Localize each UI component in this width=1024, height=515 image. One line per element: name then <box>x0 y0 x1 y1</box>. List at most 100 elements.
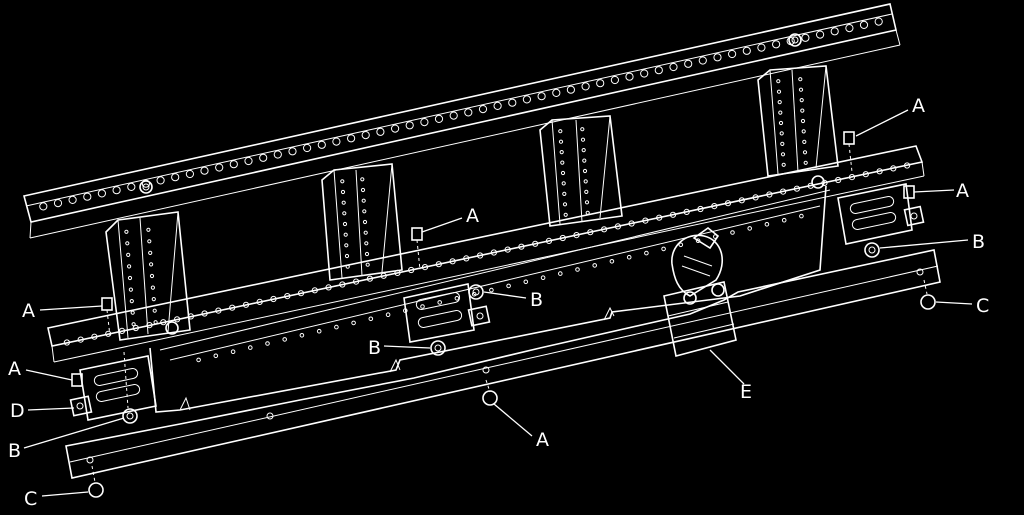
post-slot <box>148 250 153 255</box>
bar-hole <box>573 232 580 239</box>
bar-hole <box>242 301 250 308</box>
rail-hole <box>566 85 576 94</box>
bar-hole <box>201 310 208 317</box>
post-slot <box>799 98 804 103</box>
rail-hole <box>625 72 634 81</box>
channel-hole <box>781 217 787 223</box>
bar-hole <box>724 200 732 207</box>
channel-hole <box>489 287 494 293</box>
rail-hole <box>215 163 224 172</box>
rail-hole <box>874 17 883 26</box>
rail-hole <box>347 134 356 143</box>
post-slot <box>361 198 366 203</box>
rail-hole <box>464 108 473 117</box>
rail-hole <box>376 127 385 136</box>
beam-hole-3 <box>86 456 94 464</box>
middle-bar-holes <box>63 162 911 346</box>
bar-hole <box>394 269 401 276</box>
post-slot <box>340 189 346 195</box>
bar-hole <box>146 322 153 329</box>
post-slot <box>344 243 349 248</box>
bar-hole <box>669 211 677 218</box>
rail-hole <box>830 27 839 36</box>
rail-hole <box>713 53 722 62</box>
rail-hole <box>156 176 165 185</box>
nut-c-left <box>88 465 104 498</box>
post-slot <box>778 110 783 115</box>
bar-hole <box>793 185 801 192</box>
channel-hole <box>420 304 425 309</box>
rail-hole <box>127 182 136 191</box>
post-slot <box>342 221 348 227</box>
post-slot <box>559 150 564 155</box>
callout-labels: A A A A A A B B B B C C D E <box>8 95 989 510</box>
bar-hole <box>780 188 787 195</box>
bar-hole <box>559 234 566 242</box>
post-slot <box>360 187 366 193</box>
leader-b-left <box>23 417 125 449</box>
post-slot <box>561 181 566 186</box>
top-rail-bolt-right-inner <box>791 36 799 44</box>
callout-b-mid-lower: B <box>368 337 381 359</box>
channel-hole <box>592 263 598 268</box>
post-slot <box>560 170 566 176</box>
rail-hole <box>391 124 400 133</box>
bar-hole <box>118 327 126 334</box>
channel-hole <box>540 275 546 281</box>
leader-c-left <box>41 491 89 497</box>
post-slot <box>777 100 782 105</box>
post-slot <box>803 160 808 165</box>
rail-hole <box>171 173 180 182</box>
leader-a-right-top <box>855 109 909 137</box>
rail-hole <box>522 95 532 104</box>
vibrator-motor <box>663 226 737 357</box>
post-slot <box>560 160 565 165</box>
post-slot <box>364 251 370 257</box>
bar-hole <box>642 217 649 224</box>
post-slot <box>127 264 132 269</box>
top-rail-bolt-left <box>139 180 153 194</box>
post-slot <box>798 87 804 92</box>
post-slot <box>128 287 133 292</box>
rail-hole <box>537 92 546 101</box>
channel-hole <box>437 300 443 305</box>
post-slot <box>781 162 786 167</box>
top-rail-bolt-right <box>788 33 802 47</box>
washer-b-mid-upper <box>468 284 484 300</box>
post-slot <box>582 168 588 174</box>
channel-hole <box>506 283 511 289</box>
top-rail-bolt-left-inner <box>142 183 150 191</box>
post-slot <box>580 127 585 132</box>
bar-hole <box>187 313 194 320</box>
channel-hole <box>799 213 804 219</box>
bar-hole <box>876 168 883 175</box>
post-slot <box>151 297 156 302</box>
channel-hole <box>265 341 270 346</box>
rail-hole <box>434 114 444 124</box>
post-slot <box>126 252 131 257</box>
nut-a-bottom <box>482 379 498 406</box>
lower-channel-holes <box>196 213 804 363</box>
rail-hole <box>405 121 414 130</box>
bar-hole <box>752 194 759 201</box>
channel-hole <box>351 320 356 326</box>
post-slot <box>363 230 368 235</box>
bolt-a-right-top <box>843 131 855 173</box>
post-slot <box>147 239 152 244</box>
rail-hole <box>53 199 63 208</box>
post-slot <box>780 152 786 157</box>
bar-hole <box>532 240 539 247</box>
channel-hole <box>678 242 684 248</box>
channel-hole <box>282 337 288 342</box>
post-slot <box>776 89 782 94</box>
post-slot <box>129 299 134 304</box>
rail-hole <box>112 186 121 195</box>
post-slot <box>562 202 568 207</box>
bar-hole <box>890 165 897 172</box>
callout-a-left-top: A <box>22 300 35 322</box>
bar-hole <box>490 249 497 256</box>
channel-hole <box>644 250 649 256</box>
leader-e <box>709 349 745 385</box>
rail-hole <box>801 33 810 42</box>
rail-hole <box>39 202 48 211</box>
